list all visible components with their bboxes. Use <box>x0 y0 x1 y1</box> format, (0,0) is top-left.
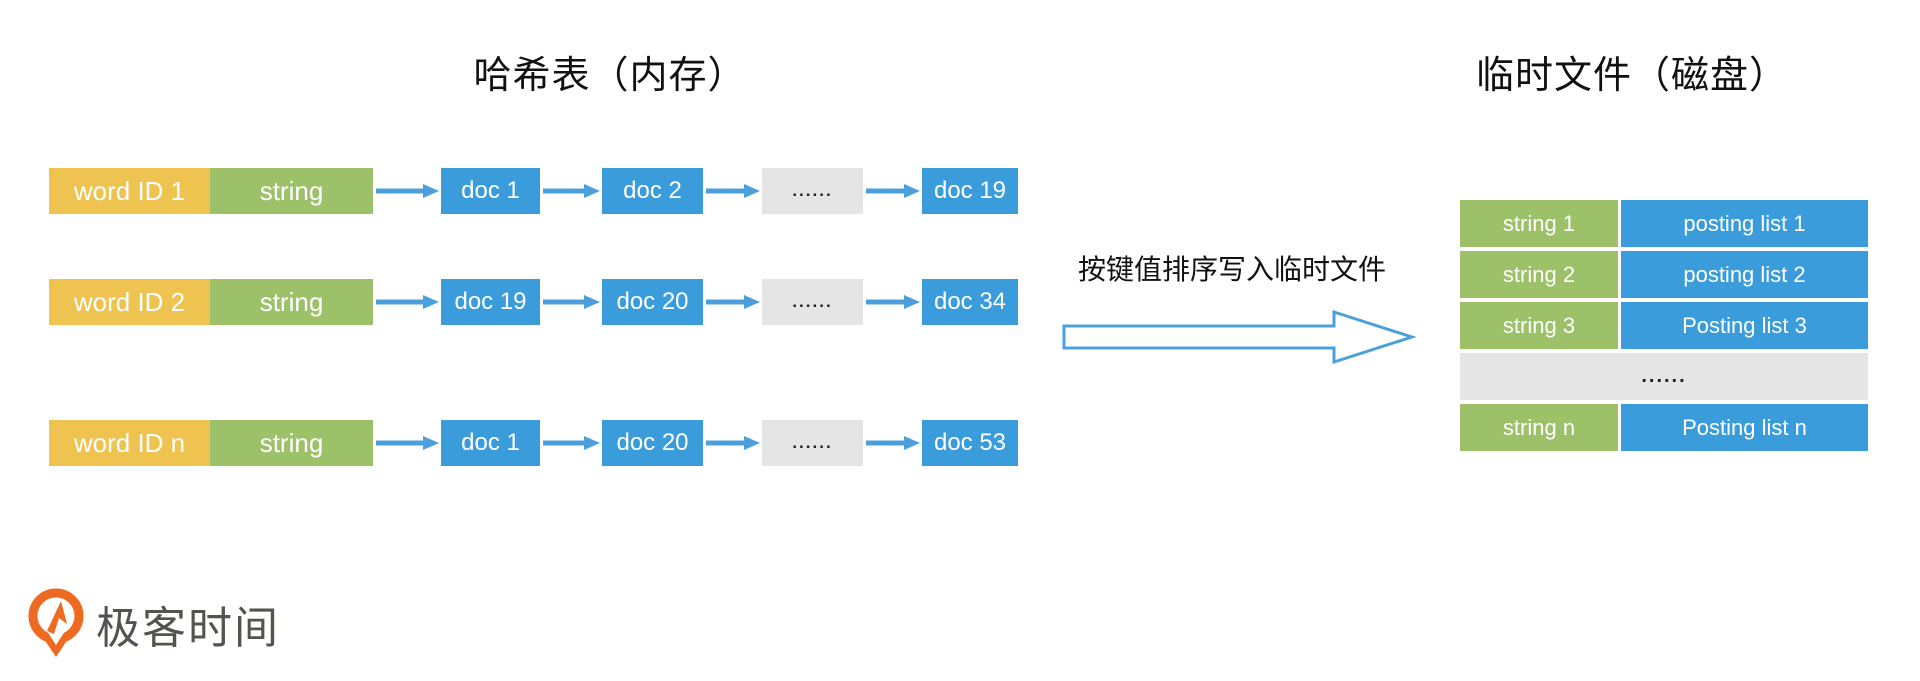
doc-cell: doc 53 <box>922 420 1018 466</box>
posting-list-cell: posting list 2 <box>1621 251 1868 298</box>
temp-file-title: 临时文件（磁盘） <box>1475 55 1789 97</box>
string-cell: string 3 <box>1460 302 1618 349</box>
ellipsis-cell: ...... <box>1460 353 1868 400</box>
doc-cell: doc 20 <box>602 420 703 466</box>
hash-row-n: word ID n string doc 1 doc 20 ...... doc… <box>49 420 1018 466</box>
big-right-arrow-icon <box>1062 309 1416 365</box>
link-arrow-icon <box>706 295 760 309</box>
string-cell: string <box>210 168 373 214</box>
temp-file-table: string 1 posting list 1 string 2 posting… <box>1460 200 1868 451</box>
ellipsis-cell: ...... <box>762 279 863 325</box>
table-row: string 1 posting list 1 <box>1460 200 1868 247</box>
link-arrow-icon <box>706 436 760 450</box>
doc-cell: doc 19 <box>441 279 540 325</box>
transfer-label: 按键值排序写入临时文件 <box>1077 254 1387 285</box>
doc-cell: doc 2 <box>602 168 703 214</box>
link-arrow-icon <box>543 436 600 450</box>
table-row-ellipsis: ...... <box>1460 353 1868 400</box>
string-cell: string <box>210 420 373 466</box>
string-cell: string 1 <box>1460 200 1618 247</box>
word-id-cell: word ID 2 <box>49 279 210 325</box>
link-arrow-icon <box>866 295 920 309</box>
table-row: string 2 posting list 2 <box>1460 251 1868 298</box>
link-arrow-icon <box>543 184 600 198</box>
posting-list-cell: posting list 1 <box>1621 200 1868 247</box>
geektime-logo-icon <box>28 588 84 657</box>
string-cell: string 2 <box>1460 251 1618 298</box>
doc-cell: doc 34 <box>922 279 1018 325</box>
doc-cell: doc 1 <box>441 168 540 214</box>
geektime-logo-text: 极客时间 <box>96 604 280 653</box>
hash-table-title: 哈希表（内存） <box>473 55 747 97</box>
link-arrow-icon <box>866 184 920 198</box>
hash-row-2: word ID 2 string doc 19 doc 20 ...... do… <box>49 279 1018 325</box>
word-id-cell: word ID n <box>49 420 210 466</box>
posting-list-cell: Posting list 3 <box>1621 302 1868 349</box>
string-cell: string <box>210 279 373 325</box>
word-id-cell: word ID 1 <box>49 168 210 214</box>
link-arrow-icon <box>706 184 760 198</box>
ellipsis-cell: ...... <box>762 168 863 214</box>
link-arrow-icon <box>866 436 920 450</box>
link-arrow-icon <box>543 295 600 309</box>
table-row: string n Posting list n <box>1460 404 1868 451</box>
hash-row-1: word ID 1 string doc 1 doc 2 ...... doc … <box>49 168 1018 214</box>
link-arrow-icon <box>376 436 439 450</box>
doc-cell: doc 1 <box>441 420 540 466</box>
string-cell: string n <box>1460 404 1618 451</box>
posting-list-cell: Posting list n <box>1621 404 1868 451</box>
doc-cell: doc 20 <box>602 279 703 325</box>
link-arrow-icon <box>376 184 439 198</box>
doc-cell: doc 19 <box>922 168 1018 214</box>
link-arrow-icon <box>376 295 439 309</box>
table-row: string 3 Posting list 3 <box>1460 302 1868 349</box>
geektime-logo: 极客时间 <box>28 588 280 660</box>
ellipsis-cell: ...... <box>762 420 863 466</box>
